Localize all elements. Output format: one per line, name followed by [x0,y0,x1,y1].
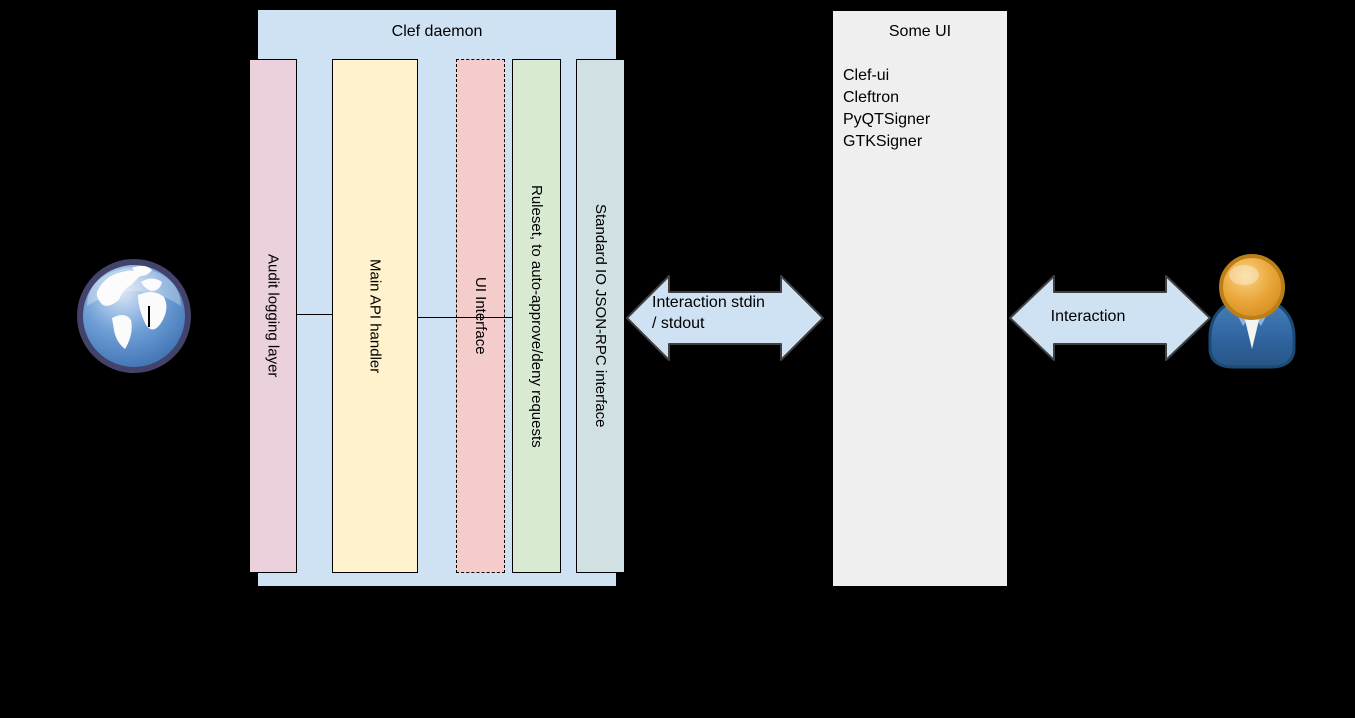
layer-main-api-handler: Main API handler [332,59,418,573]
stdio-arrow: Interaction stdin / stdout [625,273,825,363]
user-arrow: Interaction [1008,272,1212,364]
stdio-arrow-label: Interaction stdin / stdout [652,292,765,334]
stdio-arrow-label-line2: / stdout [652,315,705,332]
double-arrow-icon [1009,275,1211,361]
double-arrow-icon [626,275,824,361]
layer-ruleset: Ruleset, to auto-approve/deny requests [512,59,561,573]
clef-daemon-title: Clef daemon [391,23,483,40]
list-item-clef-ui: Clef-ui [843,67,890,84]
list-item-gtksigner: GTKSigner [843,133,923,150]
layer-audit-logging-label: Audit logging layer [264,254,282,378]
layer-ruleset-label: Ruleset, to auto-approve/deny requests [528,184,545,448]
list-item-cleftron: Cleftron [843,89,900,106]
layer-stdio-jsonrpc: Standard IO JSON-RPC interface [576,59,625,573]
stdio-arrow-label-line1: Interaction stdin [652,294,765,311]
globe-connector-stub [148,306,150,327]
layer-ui-interface: UI Interface [456,59,505,573]
some-ui-title: Some UI [888,23,952,40]
layer-main-api-handler-label: Main API handler [366,258,384,374]
layer-ui-interface-label: UI Interface [472,277,489,355]
layer-audit-logging: Audit logging layer [249,59,297,573]
layer-stdio-jsonrpc-label: Standard IO JSON-RPC interface [592,204,609,428]
connector-api-to-ruleset [418,317,513,318]
some-ui-box: Some UI Clef-ui Cleftron PyQTSigner GTKS… [832,10,1008,587]
globe-icon [77,259,191,373]
list-item-pyqtsigner: PyQTSigner [843,111,931,128]
user-icon [1208,254,1296,369]
connector-audit-to-api [296,314,333,315]
clef-daemon-box: Clef daemon Audit logging layer Main API… [249,9,625,587]
some-ui-list: Clef-ui Cleftron PyQTSigner GTKSigner [843,65,930,153]
user-arrow-label: Interaction [1050,308,1126,325]
